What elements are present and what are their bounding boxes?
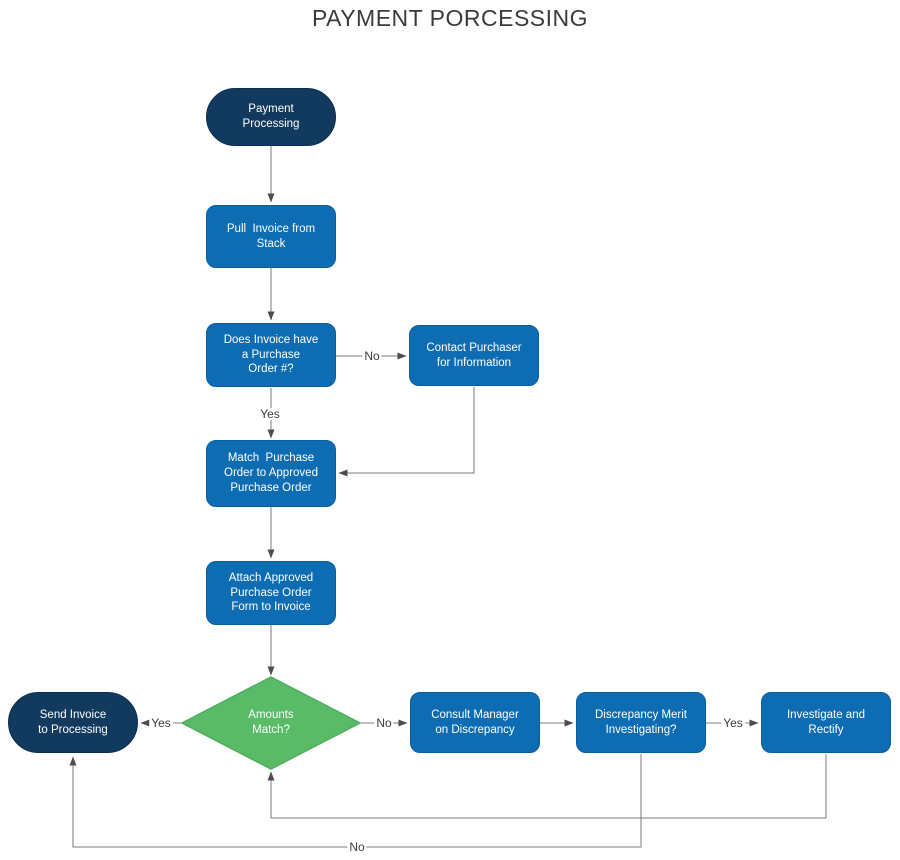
connector-investigate-loop-to-diamond bbox=[267, 754, 827, 819]
decision-amounts-match-shape bbox=[180, 676, 362, 770]
node-send-invoice-to-processing: Send Invoice to Processing bbox=[8, 692, 138, 753]
connector-contact-to-match bbox=[338, 387, 475, 477]
edge-label-amounts-yes: Yes bbox=[149, 716, 173, 730]
node-investigate-and-rectify: Investigate and Rectify bbox=[761, 692, 891, 753]
node-contact-purchaser: Contact Purchaser for Information bbox=[409, 325, 539, 386]
edge-label-po-yes: Yes bbox=[258, 407, 282, 421]
node-match-purchase-order: Match Purchase Order to Approved Purchas… bbox=[206, 440, 336, 507]
node-pull-invoice-from-stack: Pull Invoice from Stack bbox=[206, 205, 336, 268]
node-discrepancy-merit: Discrepancy Merit Investigating? bbox=[576, 692, 706, 753]
connector-discrepancy-no-loop-to-send bbox=[69, 754, 642, 848]
edge-label-merit-no: No bbox=[347, 840, 367, 854]
edge-label-merit-yes: Yes bbox=[721, 716, 745, 730]
diagram-title: PAYMENT PORCESSING bbox=[311, 5, 589, 31]
edge-label-amounts-no: No bbox=[374, 716, 394, 730]
node-payment-processing-start: Payment Processing bbox=[206, 88, 336, 146]
node-does-invoice-have-po: Does Invoice have a Purchase Order #? bbox=[206, 323, 336, 387]
edge-label-po-no: No bbox=[362, 349, 382, 363]
node-attach-approved-po-form: Attach Approved Purchase Order Form to I… bbox=[206, 561, 336, 625]
node-amounts-match-label: Amounts Match? bbox=[248, 709, 294, 736]
node-consult-manager: Consult Manager on Discrepancy bbox=[410, 692, 540, 753]
